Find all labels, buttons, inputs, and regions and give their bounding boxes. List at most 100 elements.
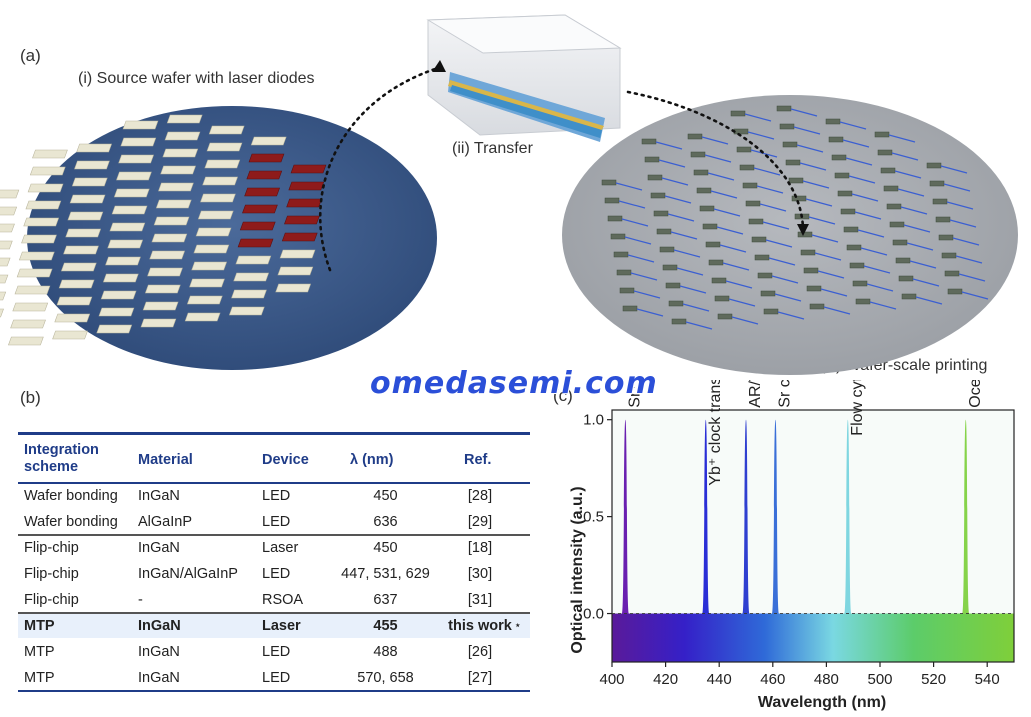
laser-diode-bar xyxy=(184,312,221,322)
laser-diode-bar xyxy=(76,143,112,153)
laser-diode-bar xyxy=(155,199,192,209)
printed-device xyxy=(800,249,842,261)
printed-device xyxy=(929,180,971,192)
printed-device xyxy=(656,228,698,240)
emission-peak xyxy=(771,419,779,614)
laser-diode-bar xyxy=(186,295,223,305)
printed-device xyxy=(938,234,980,246)
laser-diode-bar xyxy=(160,165,196,175)
table-top-rule xyxy=(18,432,530,435)
peak-label: Flow cytometry xyxy=(849,380,866,436)
laser-diode-bar xyxy=(0,223,15,233)
laser-diode-bar xyxy=(63,245,99,255)
laser-diode-bar xyxy=(118,154,154,164)
laser-diode-bar xyxy=(195,227,232,237)
laser-diode-bar xyxy=(60,262,97,272)
emission-peaks xyxy=(621,419,970,614)
printed-device xyxy=(671,318,713,330)
printed-device xyxy=(690,151,732,163)
printed-device xyxy=(650,192,692,204)
cell-device: Laser xyxy=(262,618,301,634)
laser-diode-bar xyxy=(0,240,13,250)
cell-wavelength: 447, 531, 629 xyxy=(341,566,430,582)
laser-diode-bar xyxy=(0,189,20,199)
cell-device: LED xyxy=(262,514,291,530)
printed-device xyxy=(622,305,664,317)
laser-diode-bar xyxy=(142,301,179,311)
printed-device xyxy=(880,167,922,179)
laser-diode-bar xyxy=(52,330,88,340)
cell-wavelength: 637 xyxy=(373,592,398,608)
cell-wavelength: 450 xyxy=(373,488,398,504)
laser-diode-bar xyxy=(71,177,108,187)
laser-diode-bar xyxy=(144,284,181,294)
printed-device xyxy=(825,118,867,130)
peak-annotations: Sr⁺ photoionizationYb⁺ clock transitionA… xyxy=(626,380,983,486)
laser-diode-bar xyxy=(96,324,133,334)
laser-diode-bar xyxy=(100,290,137,300)
cell-scheme: MTP xyxy=(24,618,55,634)
cell-material: AlGaInP xyxy=(138,514,192,530)
laser-diode-bar xyxy=(8,336,44,346)
x-tick-label: 540 xyxy=(975,671,1000,688)
laser-diode-bar xyxy=(67,211,104,221)
table-group-rule xyxy=(18,534,530,536)
printed-device xyxy=(855,298,897,310)
laser-diode-bar xyxy=(277,266,314,276)
printed-device xyxy=(736,146,778,158)
printed-device xyxy=(751,236,793,248)
cell-scheme: Wafer bonding xyxy=(24,488,118,504)
laser-diode-bar xyxy=(10,319,46,329)
laser-diode-bar xyxy=(200,193,236,203)
header-material: Material xyxy=(138,452,193,468)
printed-device xyxy=(803,267,845,279)
cell-ref: [26] xyxy=(467,644,493,660)
laser-diode-bar xyxy=(21,234,57,244)
printed-device xyxy=(754,254,796,266)
pick-arrow xyxy=(318,66,440,272)
printed-device xyxy=(742,182,784,194)
cell-ref: [28] xyxy=(467,488,493,504)
printed-device xyxy=(668,300,710,312)
printed-device xyxy=(748,218,790,230)
printed-device xyxy=(714,295,756,307)
printed-device xyxy=(831,154,873,166)
laser-diode-bar xyxy=(18,251,55,261)
laser-diode-bar xyxy=(54,313,91,323)
printed-device xyxy=(730,110,772,122)
watermark: omedasemi.com xyxy=(370,366,658,401)
picked-laser-diode-bar xyxy=(286,198,322,208)
laser-diode-bar xyxy=(12,302,49,312)
printed-device-array xyxy=(601,105,989,330)
printed-device xyxy=(662,264,704,276)
laser-diode-bar xyxy=(279,249,316,259)
laser-diode-bar xyxy=(206,142,243,152)
cell-wavelength: 488 xyxy=(373,644,398,660)
laser-diode-bar xyxy=(111,205,148,215)
table-group-rule xyxy=(18,482,530,484)
picked-laser-diode-bar xyxy=(239,221,276,231)
cell-device: RSOA xyxy=(262,592,304,608)
print-arrow xyxy=(626,90,805,230)
panel-b-label: (b) xyxy=(20,388,41,407)
laser-diode-bar xyxy=(162,148,199,158)
laser-diode-bar xyxy=(164,131,201,141)
print-arrowhead xyxy=(797,224,809,236)
emission-peak xyxy=(621,419,629,614)
laser-diode-bar xyxy=(208,125,245,135)
laser-diode-bar xyxy=(105,256,141,266)
laser-diode-bar xyxy=(158,182,194,192)
printed-device xyxy=(782,141,824,153)
cell-material: InGaN xyxy=(138,488,180,504)
printed-device xyxy=(776,105,818,117)
cell-scheme: Flip-chip xyxy=(24,592,79,608)
printed-device xyxy=(877,149,919,161)
cell-wavelength: 450 xyxy=(373,540,398,556)
printed-device xyxy=(898,275,940,287)
cell-device: LED xyxy=(262,670,291,686)
laser-diode-bar xyxy=(16,268,53,278)
